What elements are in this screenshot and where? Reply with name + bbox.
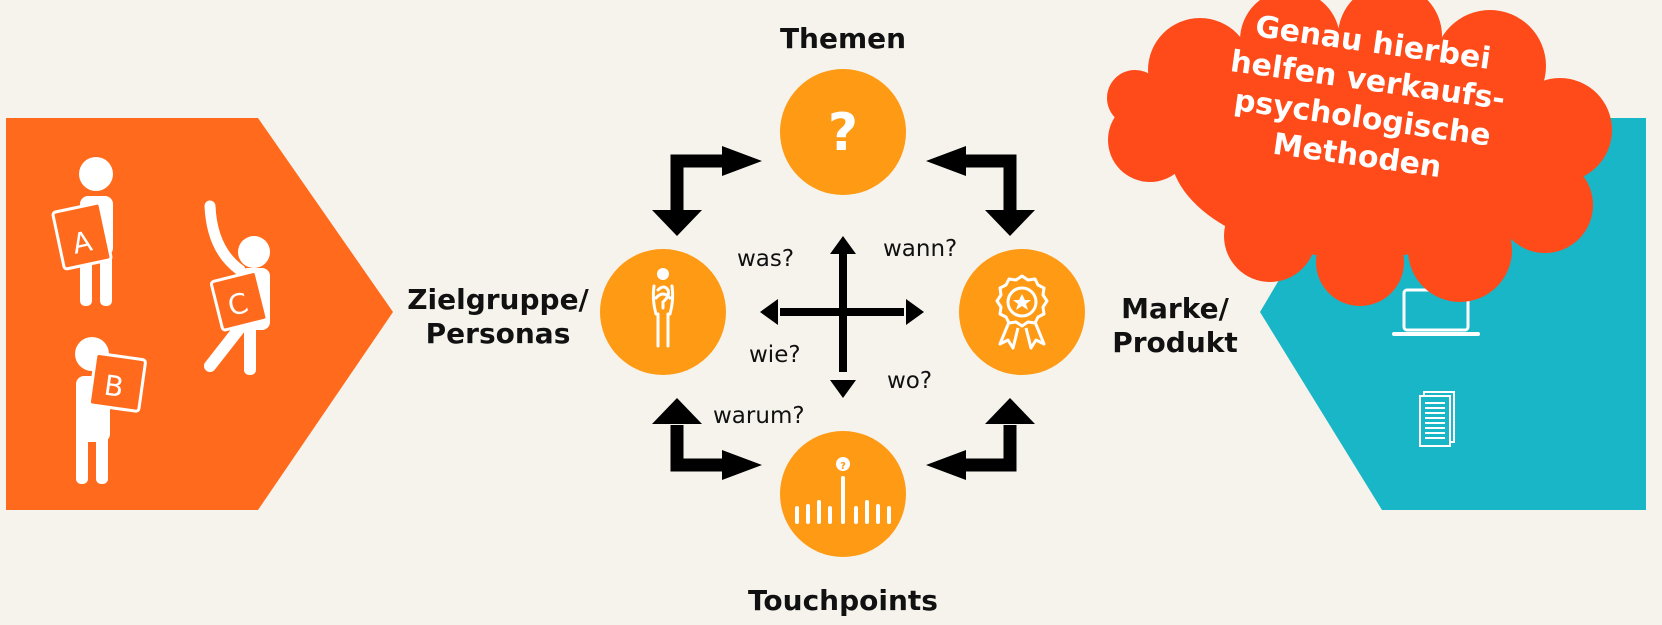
center-cross-arrows bbox=[760, 236, 924, 398]
label-touchpoints: Touchpoints bbox=[748, 584, 938, 617]
left-panel bbox=[6, 118, 393, 510]
label-zielgruppe-line1: Zielgruppe/ bbox=[407, 283, 589, 316]
label-themen: Themen bbox=[779, 22, 907, 55]
label-zielgruppe: Zielgruppe/ Personas bbox=[388, 283, 608, 351]
question-was: was? bbox=[737, 246, 795, 272]
question-mark-icon: ? bbox=[828, 103, 858, 163]
label-marke: Marke/ Produkt bbox=[1100, 292, 1250, 360]
question-wo: wo? bbox=[887, 368, 933, 394]
node-themen bbox=[780, 69, 906, 195]
label-zielgruppe-line2: Personas bbox=[425, 317, 571, 350]
node-zielgruppe bbox=[600, 249, 726, 375]
svg-text:?: ? bbox=[840, 461, 846, 472]
arrow-marke-to-touchpoints bbox=[926, 398, 1035, 480]
question-warum: warum? bbox=[713, 403, 805, 429]
arrow-zielgruppe-to-touchpoints bbox=[652, 398, 762, 480]
arrow-themen-to-marke bbox=[926, 146, 1035, 236]
label-marke-line1: Marke/ bbox=[1121, 292, 1229, 325]
question-wie: wie? bbox=[749, 342, 801, 368]
document-icon bbox=[1419, 391, 1455, 447]
persona-letter-b: B bbox=[102, 369, 126, 404]
label-marke-line2: Produkt bbox=[1112, 326, 1238, 359]
cloud-shape bbox=[1107, 0, 1612, 306]
person-question-icon bbox=[651, 268, 675, 348]
persona-figures-icon: A C B bbox=[51, 157, 270, 484]
award-badge-icon bbox=[995, 274, 1049, 350]
node-marke bbox=[959, 249, 1085, 375]
question-wann: wann? bbox=[883, 236, 958, 262]
signal-bars-icon: ? bbox=[795, 457, 891, 524]
arrow-themen-to-zielgruppe bbox=[652, 146, 762, 236]
